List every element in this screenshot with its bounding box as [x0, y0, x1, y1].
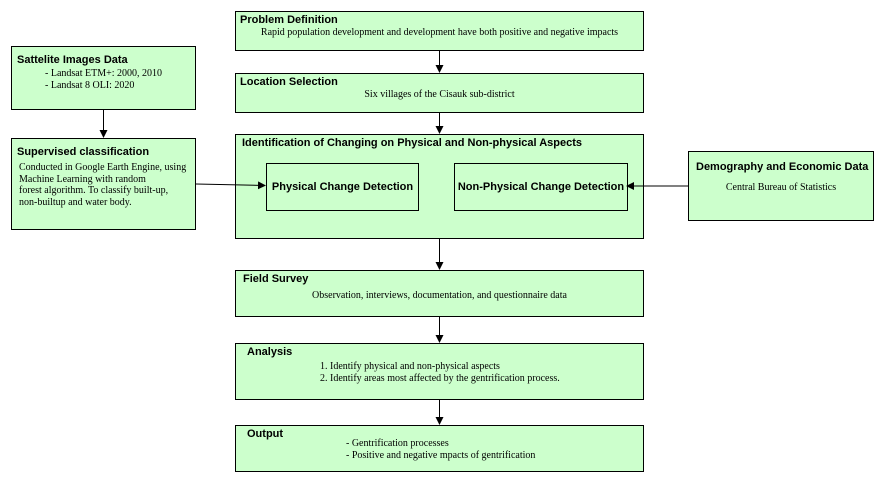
supervised-classification-line: Machine Learning with random	[19, 173, 146, 185]
supervised-classification-title: Supervised classification	[17, 146, 150, 158]
output-item: - Positive and negative mpacts of gentri…	[346, 449, 536, 461]
output-title: Output	[247, 428, 284, 440]
field-survey-title: Field Survey	[243, 273, 309, 285]
satellite-images-item: - Landsat ETM+: 2000, 2010	[45, 68, 163, 79]
satellite-images-item: - Landsat 8 OLI: 2020	[45, 79, 135, 91]
field-survey-box: Field Survey Observation, interviews, do…	[235, 270, 644, 317]
analysis-item: 1. Identify physical and non-physical as…	[320, 361, 500, 372]
demography-economic-title: Demography and Economic Data	[696, 161, 869, 173]
demography-economic-box: Demography and Economic Data Central Bur…	[688, 151, 874, 221]
satellite-images-title: Sattelite Images Data	[17, 54, 128, 66]
problem-definition-text: Rapid population development and develop…	[260, 27, 619, 38]
physical-change-detection-box: Physical Change Detection	[266, 163, 419, 211]
satellite-images-list: - Landsat ETM+: 2000, 2010 - Landsat 8 O…	[45, 68, 162, 91]
problem-definition-title: Problem Definition	[240, 14, 338, 26]
arrow-supervised-to-physical	[195, 181, 266, 190]
supervised-classification-box: Supervised classification Conducted in G…	[11, 138, 196, 230]
field-survey-text: Observation, interviews, documentation, …	[312, 290, 567, 301]
identification-title: Identification of Changing on Physical a…	[242, 137, 583, 149]
supervised-classification-text: Conducted in Google Earth Engine, using …	[19, 162, 186, 208]
output-item: - Gentrification processes	[346, 438, 449, 449]
analysis-list: 1. Identify physical and non-physical as…	[320, 361, 560, 384]
demography-economic-text: Central Bureau of Statistics	[725, 182, 837, 193]
nonphysical-change-detection-box: Non-Physical Change Detection	[454, 163, 628, 211]
supervised-classification-line: Conducted in Google Earth Engine, using	[19, 162, 187, 173]
location-selection-text: Six villages of the Cisauk sub-district	[364, 89, 515, 100]
location-selection-title: Location Selection	[240, 76, 338, 88]
output-list: - Gentrification processes - Positive an…	[346, 438, 535, 461]
problem-definition-box: Problem Definition Rapid population deve…	[235, 11, 644, 51]
output-box: Output - Gentrification processes - Posi…	[235, 425, 644, 472]
supervised-classification-line: non-builtup and water body.	[19, 196, 132, 208]
satellite-images-box: Sattelite Images Data - Landsat ETM+: 20…	[11, 46, 196, 110]
analysis-item: 2. Identify areas most affected by the g…	[320, 372, 560, 384]
analysis-title: Analysis	[247, 346, 293, 358]
identification-box: Identification of Changing on Physical a…	[235, 134, 644, 239]
supervised-classification-line: forest algorithm. To classify built-up,	[19, 185, 169, 196]
location-selection-box: Location Selection Six villages of the C…	[235, 73, 644, 113]
analysis-box: Analysis 1. Identify physical and non-ph…	[235, 343, 644, 400]
